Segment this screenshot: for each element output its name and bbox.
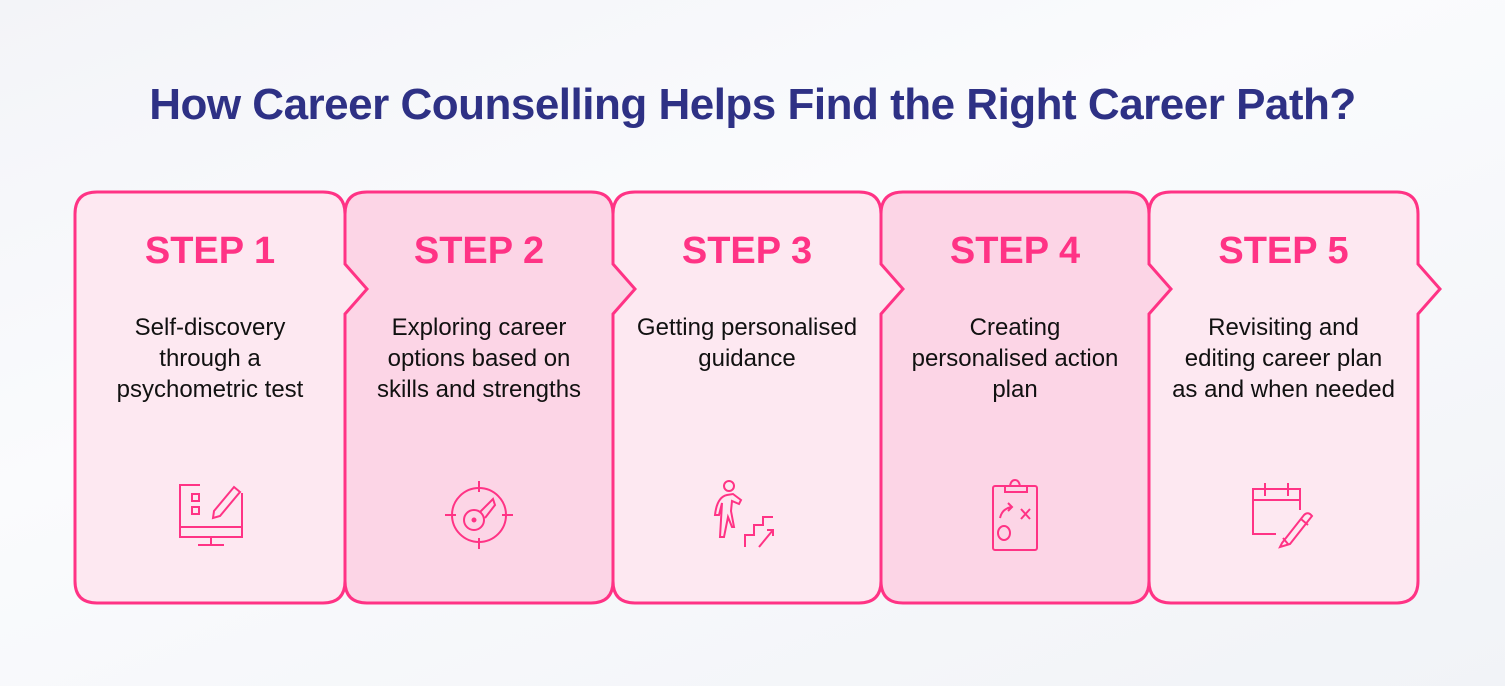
clipboard-plan-icon [992,478,1038,551]
computer-test-icon [179,484,243,546]
step-card-2: STEP 2 Exploring career options based on… [345,192,613,603]
step-description: Revisiting and editing career plan as an… [1172,314,1395,403]
step-label: STEP 3 [681,230,813,272]
climbing-stairs-icon [713,480,774,548]
step-card-4: STEP 4 Creating personalised action plan [881,192,1149,603]
card-1-shape [73,190,369,605]
step-card-1: STEP 1 Self-discovery through a psychome… [75,192,345,603]
step-description: Exploring career options based on skills… [376,314,582,403]
step-label: STEP 2 [413,230,545,272]
step-label: STEP 1 [144,230,276,272]
step-label: STEP 5 [1218,230,1349,272]
step-card-5: STEP 5 Revisiting and editing career pla… [1149,192,1418,603]
calendar-edit-icon [1251,483,1313,549]
target-key-icon [445,481,513,549]
page-title: How Career Counselling Helps Find the Ri… [149,80,1356,129]
step-label: STEP 4 [949,230,1081,272]
step-card-3: STEP 3 Getting personalised guidance [613,192,881,603]
step-description: Creating personalised action plan [911,314,1119,403]
step-description: Getting personalised guidance [636,314,858,372]
step-description: Self-discovery through a psychometric te… [116,314,304,403]
